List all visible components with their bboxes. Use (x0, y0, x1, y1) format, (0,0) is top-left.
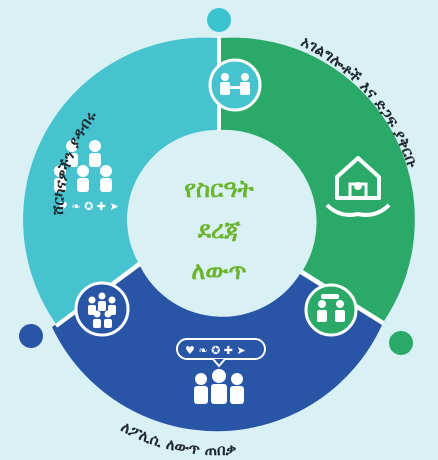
center-line-2: ደረጃ (197, 216, 242, 244)
center-line-1: የስርዓት (184, 175, 254, 203)
dot-left (19, 324, 43, 348)
people-group-icon (194, 369, 244, 404)
health-environment-speech-bubble-icon: ♥ ❧ ✪ ✚ ➤ (176, 338, 266, 368)
handshake-people-icon (208, 58, 262, 112)
dot-right (389, 331, 413, 355)
people-collaboration-icon (304, 283, 358, 337)
house-in-hands-icon (325, 156, 391, 217)
dot-top (207, 8, 231, 32)
segment-policy (52, 266, 382, 432)
segment-services (221, 37, 415, 322)
center-circle (129, 131, 309, 311)
crowd-icon (74, 281, 130, 337)
community-group-icon: ♥ ❧ ✪ ✚ ➤ (54, 140, 119, 213)
svg-text:♥ ❧ ✪ ✚ ➤: ♥ ❧ ✪ ✚ ➤ (58, 200, 119, 213)
center-line-3: ለውጥ (191, 257, 246, 285)
svg-text:♥ ❧ ✪ ✚ ➤: ♥ ❧ ✪ ✚ ➤ (185, 344, 246, 357)
segment-partners (23, 37, 217, 325)
